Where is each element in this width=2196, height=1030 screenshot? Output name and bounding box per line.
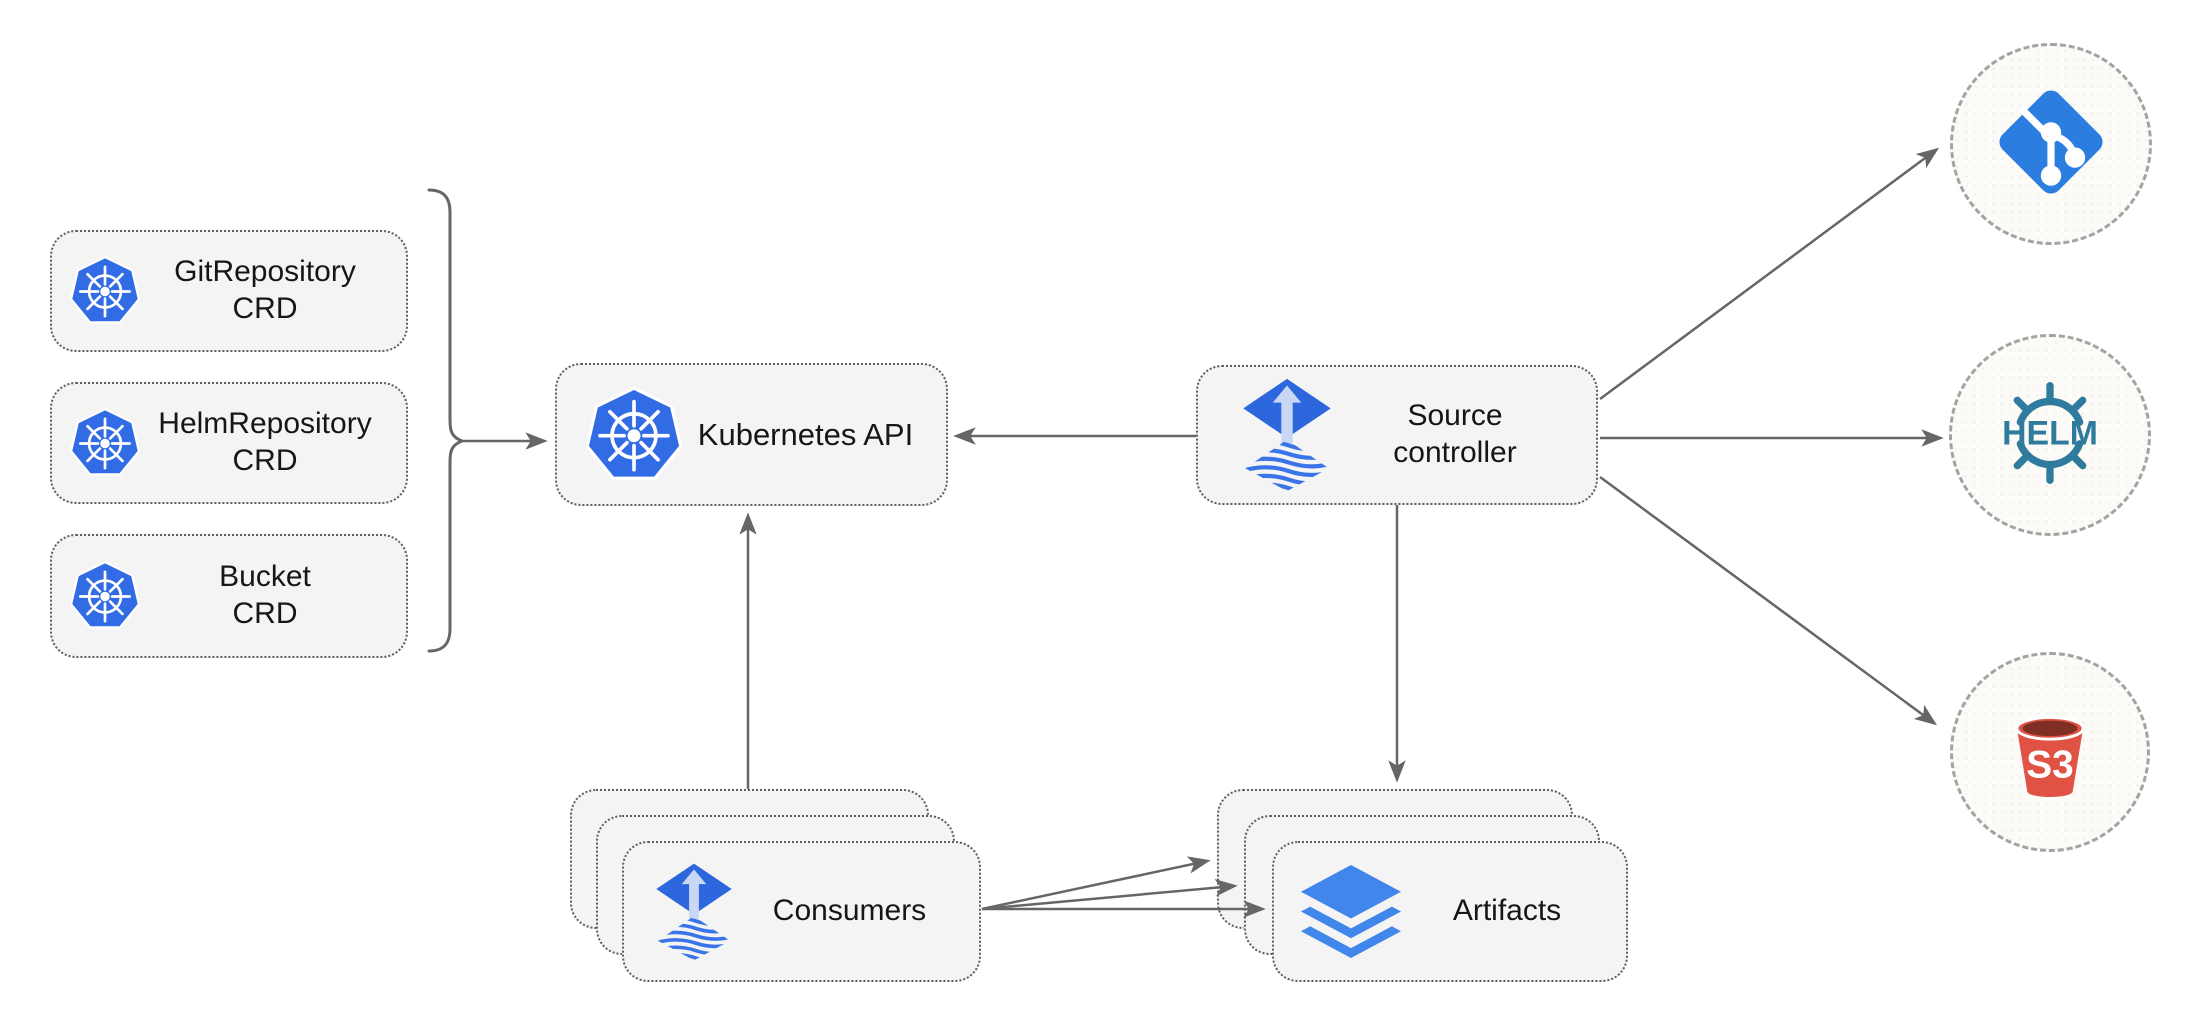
node-kubernetes-api: Kubernetes API [555,363,948,506]
git-icon [1991,82,2111,207]
node-label: Kubernetes API [697,416,914,452]
node-consumers: Consumers [622,841,981,982]
kubernetes-icon [68,406,142,480]
s3-label: S3 [2026,743,2073,786]
kubernetes-icon [583,384,685,486]
node-helm-source: HELM [1949,334,2151,536]
edge-source-controller-to-git [1599,147,1940,401]
layers-icon [1298,865,1404,958]
flux-icon [1238,377,1336,493]
edge-consumers-to-artifacts-2 [981,878,1238,911]
node-s3-source: S3 [1950,652,2150,852]
helm-label: HELM [2002,414,2098,452]
kubernetes-icon [68,559,142,633]
flux-icon [652,862,736,962]
node-label: Artifacts [1452,894,1562,928]
helm-icon: HELM [1988,371,2112,500]
edge-source-controller-to-s3 [1599,475,1938,726]
edge-consumers-to-artifacts-1 [981,856,1211,911]
node-artifacts: Artifacts [1272,841,1628,982]
kubernetes-icon [68,254,142,328]
crd-group-bracket [427,188,467,653]
s3-bucket-icon: S3 [1993,693,2107,812]
node-label: Consumers [772,894,927,928]
node-git-source [1950,43,2152,245]
